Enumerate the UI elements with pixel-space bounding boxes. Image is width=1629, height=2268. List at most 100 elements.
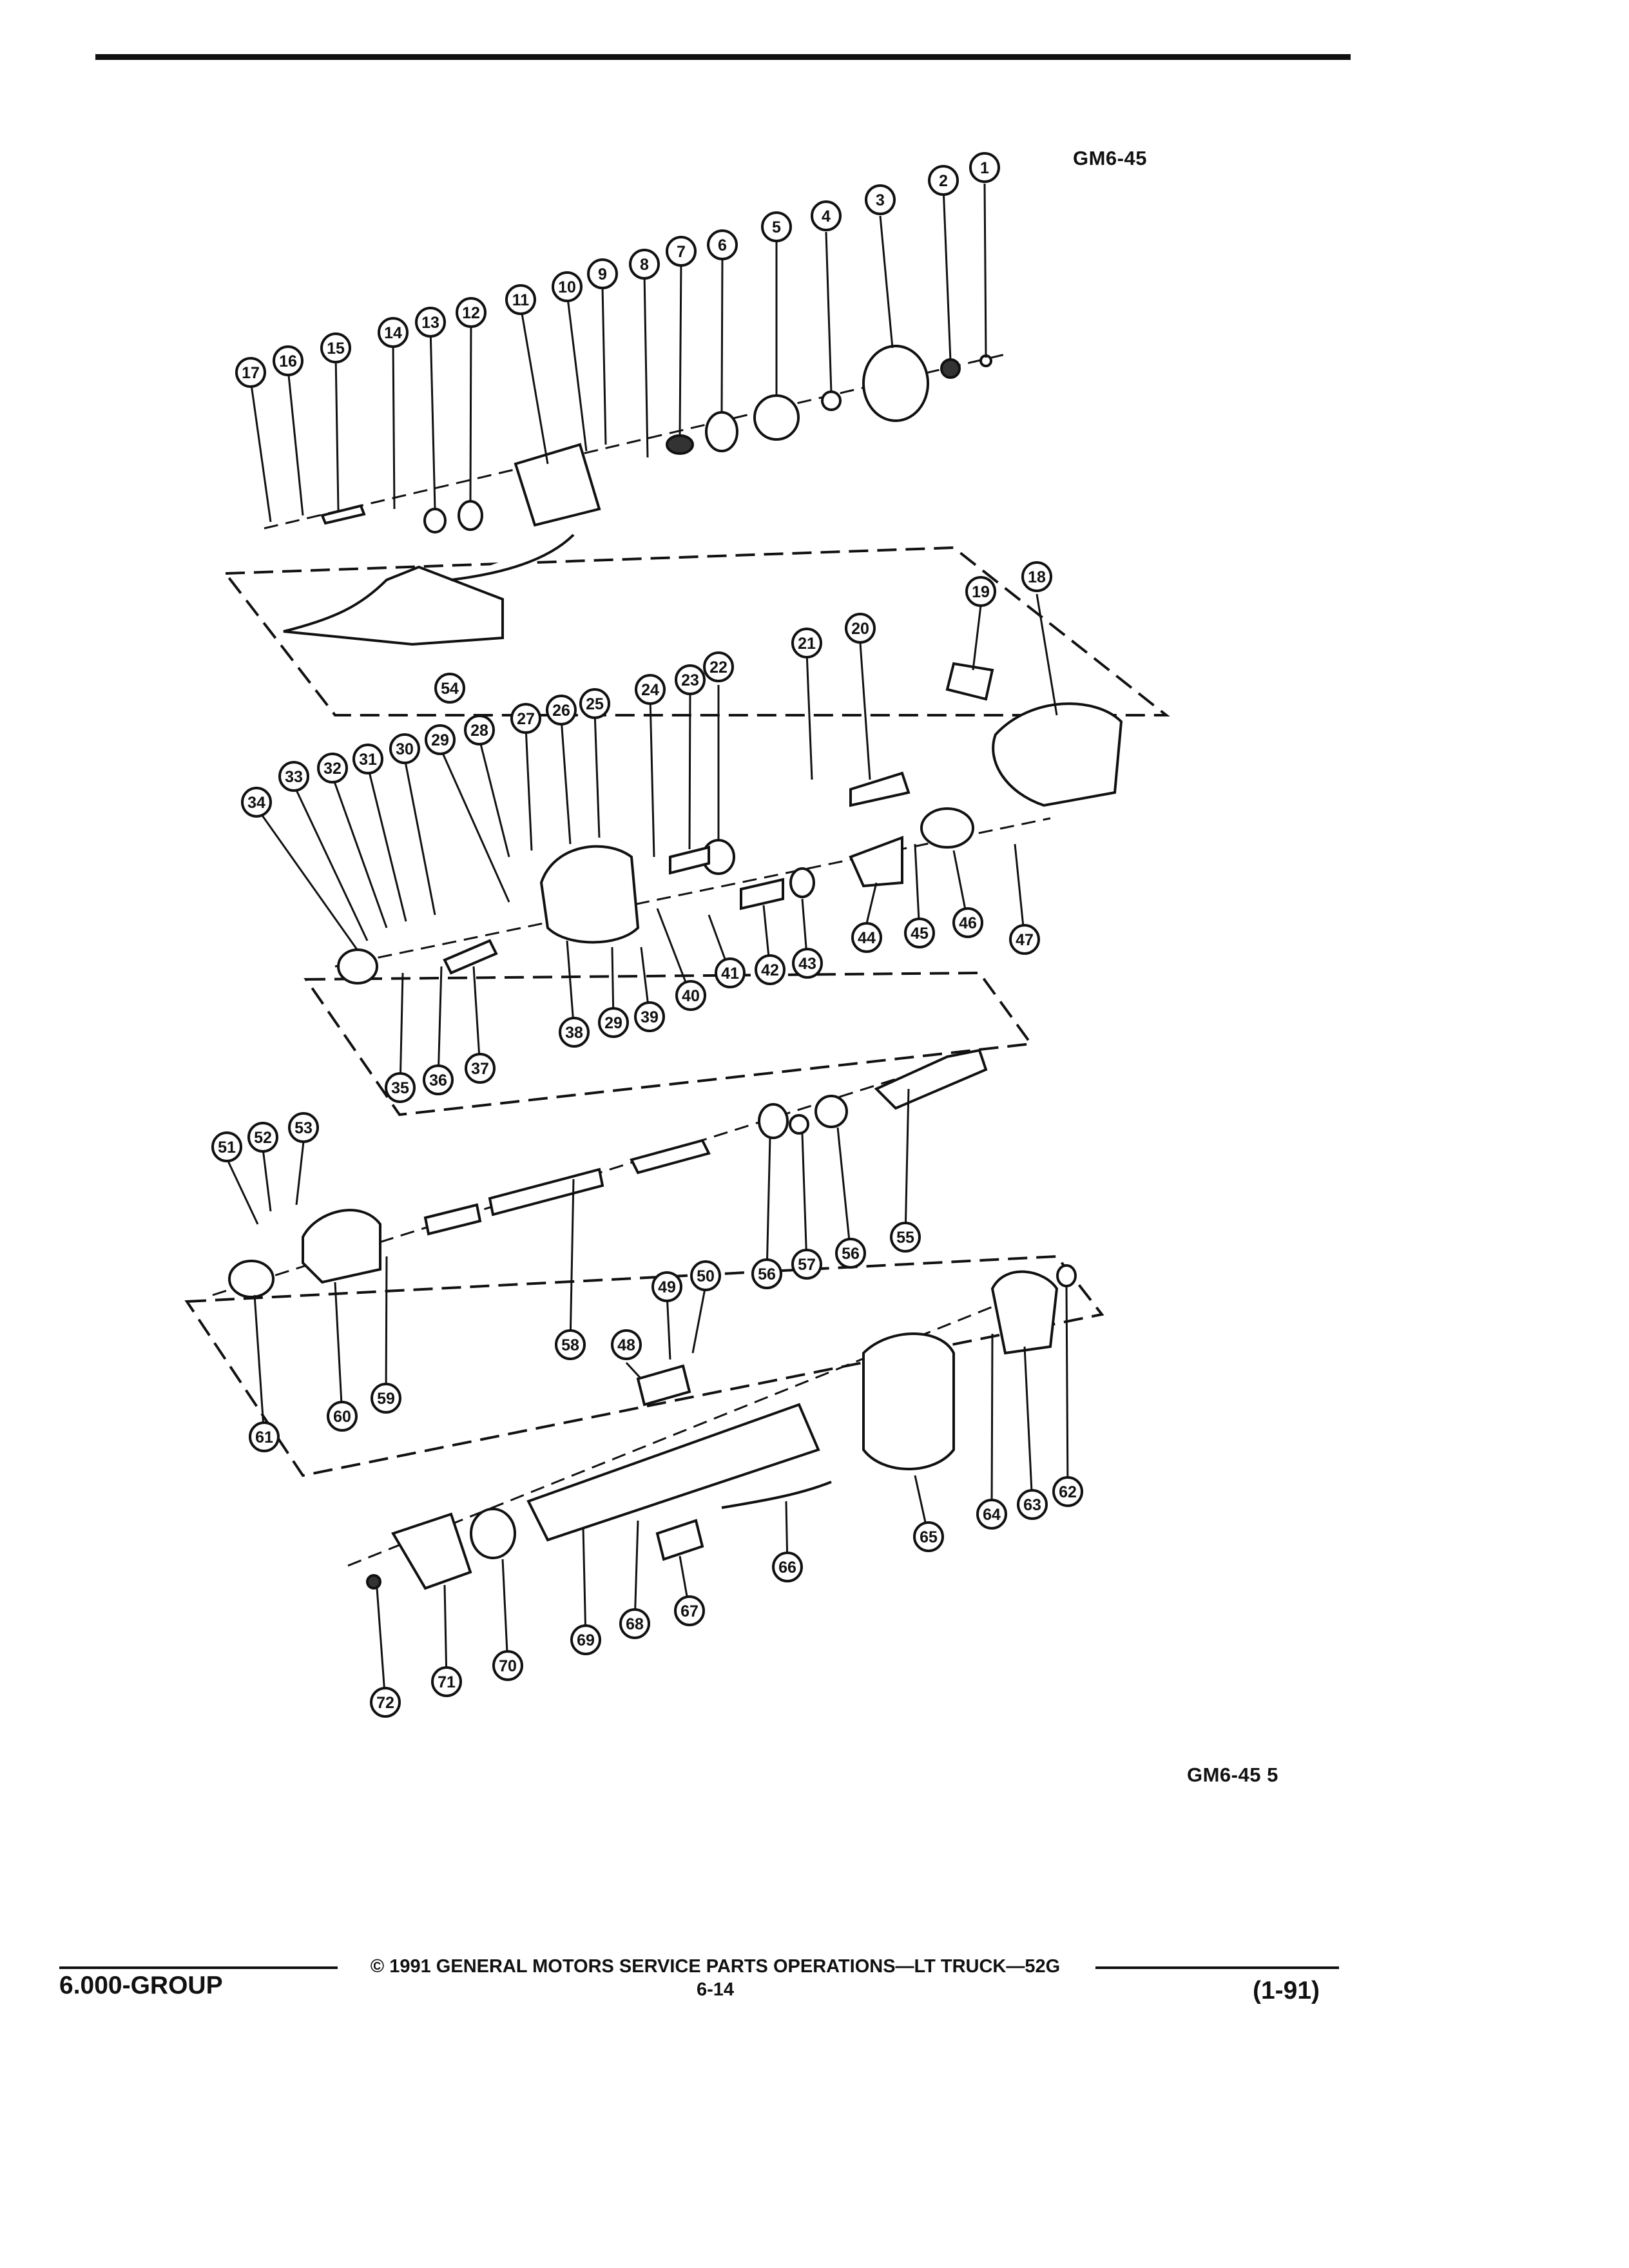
callout-circle bbox=[845, 613, 876, 644]
leader-40 bbox=[656, 908, 692, 996]
callout-number: 24 bbox=[641, 681, 659, 699]
callout-21: 21 bbox=[791, 628, 822, 658]
callout-number: 18 bbox=[1028, 568, 1046, 586]
part-58a-shaft bbox=[630, 1139, 711, 1175]
callout-number: 58 bbox=[561, 1336, 579, 1354]
leader-18 bbox=[1036, 593, 1058, 716]
part-18-housing bbox=[992, 702, 1123, 807]
callout-15: 15 bbox=[320, 332, 351, 363]
callout-circle bbox=[928, 165, 959, 196]
callout-circle bbox=[976, 1499, 1007, 1530]
callout-number: 22 bbox=[709, 658, 728, 677]
callout-45: 45 bbox=[904, 918, 935, 948]
callout-number: 21 bbox=[798, 635, 816, 653]
leader-59 bbox=[385, 1256, 388, 1399]
leader-52 bbox=[262, 1148, 272, 1212]
callout-circle bbox=[352, 744, 383, 774]
part-38-housing bbox=[539, 845, 640, 944]
callout-circle bbox=[755, 954, 786, 985]
callout-number: 71 bbox=[438, 1673, 456, 1691]
callout-number: 66 bbox=[778, 1559, 796, 1577]
callout-36: 36 bbox=[423, 1064, 454, 1095]
callout-59: 59 bbox=[371, 1383, 401, 1414]
callout-number: 59 bbox=[377, 1390, 395, 1408]
callout-number: 36 bbox=[429, 1072, 447, 1090]
leader-25 bbox=[593, 711, 601, 838]
callout-54: 54 bbox=[434, 673, 465, 704]
part-72-bolt bbox=[366, 1574, 381, 1590]
callout-number: 67 bbox=[680, 1602, 699, 1620]
callout-number: 37 bbox=[471, 1060, 489, 1078]
group-box-1 bbox=[223, 546, 1170, 716]
callout-number: 23 bbox=[681, 671, 699, 689]
callout-41: 41 bbox=[715, 957, 746, 988]
callout-circle bbox=[598, 1007, 629, 1038]
callout-65: 65 bbox=[913, 1521, 944, 1552]
callout-2: 2 bbox=[928, 165, 959, 196]
callout-number: 8 bbox=[640, 256, 649, 274]
header-rule bbox=[95, 54, 1351, 60]
callout-number: 57 bbox=[798, 1256, 816, 1274]
leader-7 bbox=[679, 260, 682, 436]
callout-circle bbox=[492, 1650, 523, 1681]
callout-number: 38 bbox=[565, 1024, 583, 1042]
leader-23 bbox=[688, 691, 691, 850]
leader-30 bbox=[403, 758, 436, 916]
callout-63: 63 bbox=[1017, 1489, 1048, 1520]
callout-circle bbox=[211, 1131, 242, 1162]
leader-1 bbox=[983, 183, 987, 358]
callout-number: 46 bbox=[959, 914, 977, 932]
figure-id-bottom: GM6-45 5 bbox=[1187, 1763, 1278, 1786]
callout-circle bbox=[587, 258, 618, 289]
callout-number: 10 bbox=[558, 278, 576, 296]
footer-group: 6.000-GROUP bbox=[59, 1972, 223, 1999]
callout-68: 68 bbox=[619, 1608, 650, 1639]
callout-56: 56 bbox=[835, 1238, 866, 1269]
callout-29: 29 bbox=[425, 724, 456, 755]
callout-circle bbox=[235, 357, 266, 388]
callout-circle bbox=[629, 249, 660, 280]
leader-53 bbox=[295, 1141, 305, 1206]
callout-circle bbox=[555, 1329, 586, 1360]
callout-32: 32 bbox=[317, 753, 348, 783]
callout-number: 54 bbox=[441, 680, 459, 698]
callout-61: 61 bbox=[249, 1421, 280, 1452]
callout-circle bbox=[273, 345, 304, 376]
callout-23: 23 bbox=[675, 664, 706, 695]
callout-circle bbox=[707, 229, 738, 260]
part-20-sector bbox=[849, 771, 911, 807]
footer-center: © 1991 GENERAL MOTORS SERVICE PARTS OPER… bbox=[342, 1955, 1089, 2001]
leader-56b bbox=[766, 1137, 771, 1274]
callout-number: 11 bbox=[512, 291, 530, 309]
group-box-3 bbox=[184, 1254, 1104, 1477]
callout-number: 65 bbox=[920, 1528, 938, 1546]
callout-number: 19 bbox=[972, 583, 990, 601]
callout-circle bbox=[675, 664, 706, 695]
callout-70: 70 bbox=[492, 1650, 523, 1681]
callout-number: 34 bbox=[247, 794, 265, 812]
part-56b-yoke bbox=[758, 1103, 789, 1139]
callout-circle bbox=[651, 1271, 682, 1302]
callout-18: 18 bbox=[1021, 561, 1052, 592]
leader-60 bbox=[334, 1282, 343, 1417]
callout-circle bbox=[751, 1258, 782, 1289]
callout-27: 27 bbox=[510, 703, 541, 734]
part-71-adapter bbox=[391, 1512, 472, 1590]
callout-53: 53 bbox=[288, 1112, 319, 1143]
leader-50 bbox=[691, 1285, 707, 1354]
part-42-spring bbox=[740, 878, 784, 910]
callout-number: 61 bbox=[255, 1428, 273, 1446]
callout-1: 1 bbox=[969, 152, 1000, 183]
leader-56 bbox=[836, 1127, 852, 1254]
callout-24: 24 bbox=[635, 674, 666, 705]
part-61-plate bbox=[228, 1260, 275, 1298]
callout-circle bbox=[464, 715, 495, 745]
callout-number: 43 bbox=[798, 955, 816, 973]
part-13-washer bbox=[423, 508, 447, 533]
leader-62 bbox=[1065, 1285, 1069, 1492]
callout-number: 12 bbox=[462, 304, 480, 322]
callout-72: 72 bbox=[370, 1687, 401, 1718]
callout-50: 50 bbox=[690, 1260, 721, 1291]
callout-number: 56 bbox=[842, 1245, 860, 1263]
callout-number: 28 bbox=[470, 722, 488, 740]
